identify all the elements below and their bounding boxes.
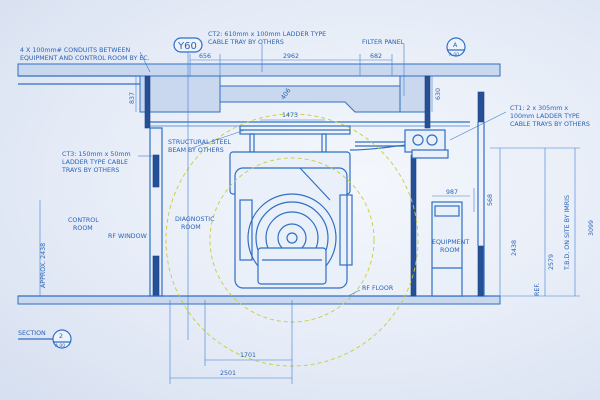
dim-3099: 3099 [588,220,595,236]
dimension-lines [39,54,580,384]
equipment-room-label-1: EQUIPMENT [432,239,469,246]
roof-slab [17,63,501,113]
approx-height-label: APPROX. 2438 [40,243,47,288]
ref-label: REF. [534,283,541,296]
rf-floor-label: RF FLOOR [362,285,394,292]
control-room-label-1: CONTROL [68,217,99,224]
dim-630: 630 [435,88,442,100]
ct2-note-line-1: CT2: 610mm x 100mm LADDER TYPE [208,31,326,38]
leader-lines [138,44,507,297]
walls [144,75,485,297]
grid-tag-y60 [173,37,203,340]
section-marker-sub: A.00 [449,52,459,58]
ct2-note-line-2: CABLE TRAY BY OTHERS [208,39,284,46]
ct3-note-line-2: LADDER TYPE CABLE [62,159,128,166]
section-title: SECTION [18,330,46,337]
ct1-note-line-1: CT1: 2 x 305mm x [510,105,568,112]
section-marker-a [446,37,466,57]
conduits-note-line-1: 4 X 100mm# CONDUITS BETWEEN [20,47,130,54]
structural-steel-beam [239,125,351,153]
diagnostic-room-label-1: DIAGNOSTIC [175,216,215,223]
dim-1701: 1701 [240,352,256,359]
equipment-room-label-2: ROOM [440,247,460,254]
filter-panel-label: FILTER PANEL [362,39,405,46]
dim-2438: 2438 [511,240,518,256]
control-room-label-2: ROOM [73,225,93,232]
equipment-cabinet [431,201,463,297]
rf-window-label: RF WINDOW [108,233,148,240]
ct3-note-line-1: CT3: 150mm x 50mm [62,151,131,158]
dim-2579: 2579 [548,254,555,270]
diagnostic-room-label-2: ROOM [181,224,201,231]
cable-trays [349,129,449,159]
dim-2501: 2501 [220,370,236,377]
ct1-note-line-2: 100mm LADDER TYPE [510,113,580,120]
grid-tag-label: Y60 [177,41,197,52]
ct1-note-line-3: CABLE TRAYS BY OTHERS [510,121,590,128]
floor-slab [17,295,501,305]
dim-682: 682 [370,53,382,60]
dim-1473: 1473 [282,112,298,119]
dim-837: 837 [129,92,136,104]
mri-scanner [229,151,353,289]
steel-note-line-2: BEAM BY OTHERS [168,147,224,154]
tbd-note: T.B.D. ON SITE BY IMRIS [564,195,571,271]
section-marker-2 [18,329,72,349]
dim-568: 568 [487,194,494,206]
section-number: 2 [59,333,63,340]
conduits-note-line-2: EQUIPMENT AND CONTROL ROOM BY EC. [20,55,150,62]
dim-2962: 2962 [283,53,299,60]
section-marker-letter: A [453,42,458,49]
dim-987: 987 [446,189,458,196]
ct3-note-line-3: TRAYS BY OTHERS [61,167,119,174]
section-number-sub: A.00 [55,343,65,349]
dim-656: 656 [199,53,211,60]
steel-note-line-1: STRUCTURAL STEEL [168,139,231,146]
